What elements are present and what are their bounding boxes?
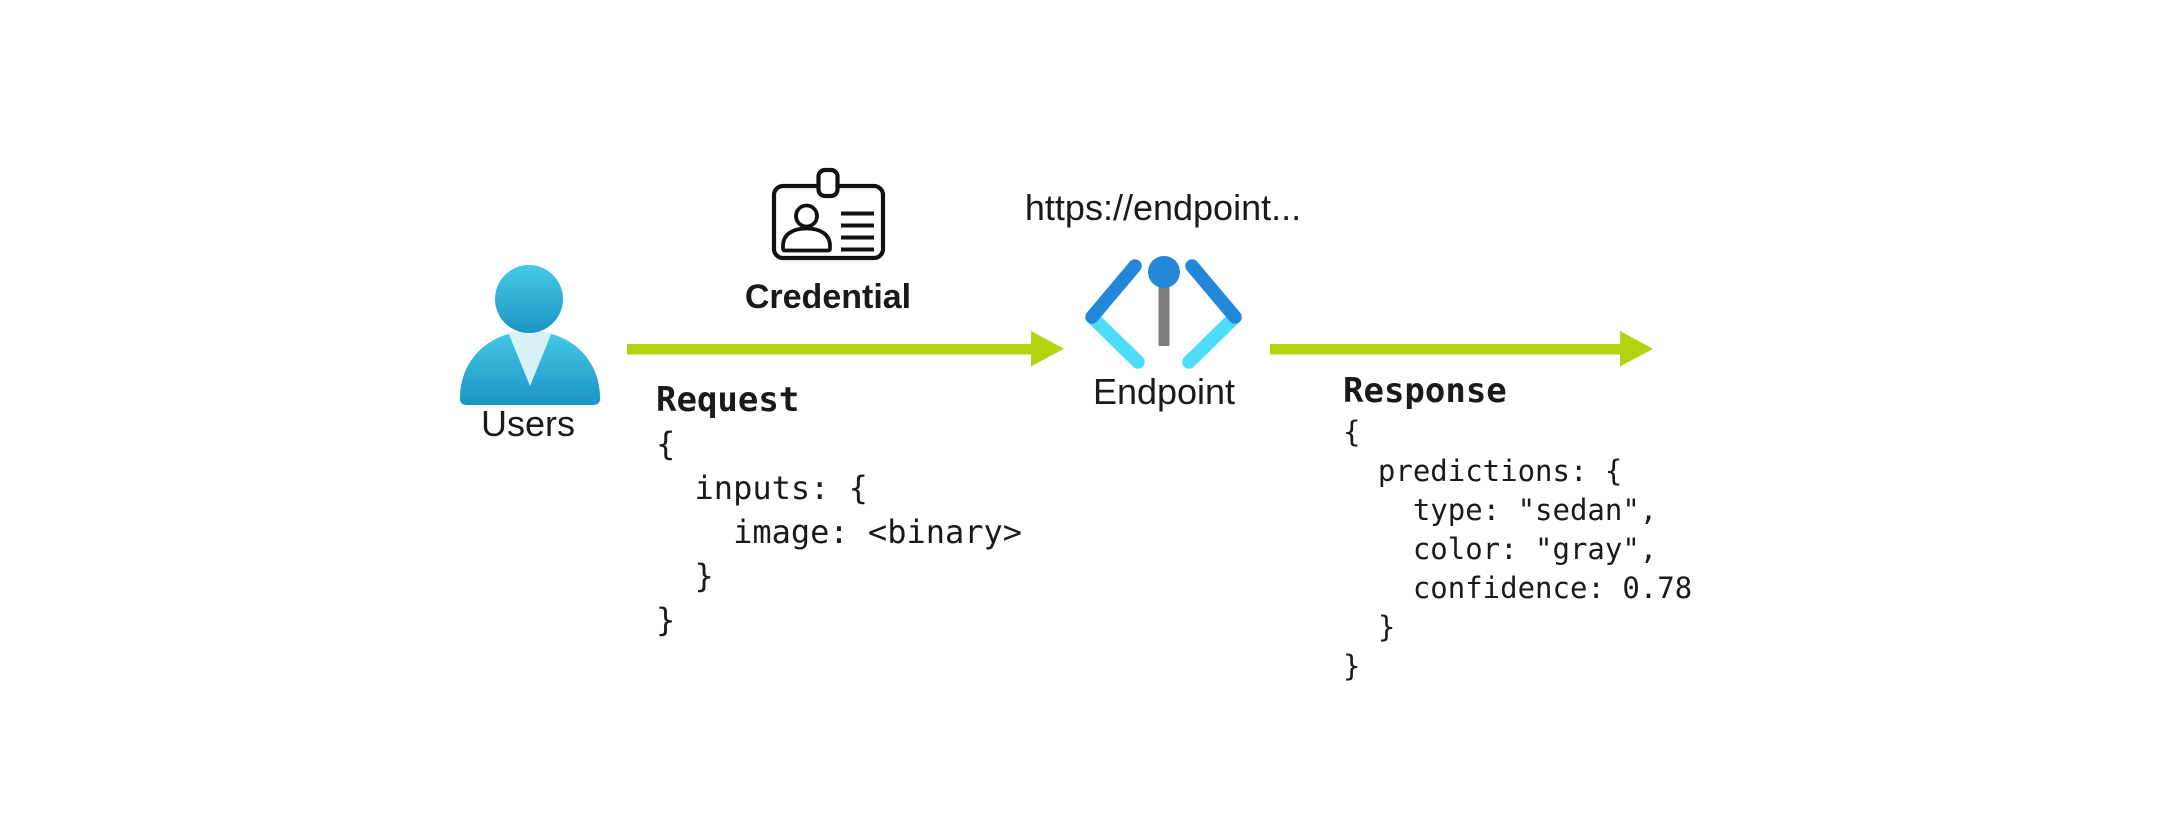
credential-icon <box>771 167 886 261</box>
pin-head <box>1148 256 1180 288</box>
person-collar <box>508 332 552 386</box>
request-code: { inputs: { image: <binary> } } <box>656 425 1023 639</box>
request-block: Request { inputs: { image: <binary> } } <box>656 378 1022 642</box>
endpoint-url-label: https://endpoint... <box>1024 187 1302 228</box>
response-arrow-icon <box>1270 331 1653 367</box>
credential-label: Credential <box>744 278 912 316</box>
response-block: Response { predictions: { type: "sedan",… <box>1343 369 1692 686</box>
users-icon <box>460 265 600 405</box>
endpoint-label: Endpoint <box>1092 371 1236 412</box>
response-code: { predictions: { type: "sedan", color: "… <box>1343 415 1693 683</box>
response-title: Response <box>1343 371 1507 411</box>
users-label: Users <box>480 403 575 444</box>
request-arrow-icon <box>627 331 1064 367</box>
request-title: Request <box>656 380 800 420</box>
pin-bar <box>1158 280 1170 346</box>
person-head <box>495 265 563 333</box>
endpoint-icon <box>1085 256 1242 369</box>
